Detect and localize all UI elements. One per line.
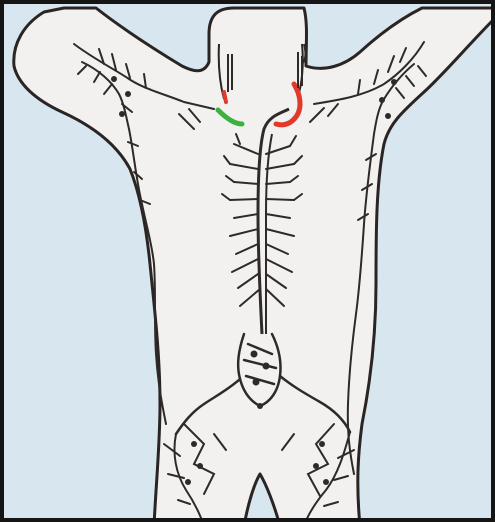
jugular-red-segment xyxy=(224,92,226,102)
body-silhouette xyxy=(14,8,495,522)
lymphatic-system-illustration xyxy=(4,4,495,522)
